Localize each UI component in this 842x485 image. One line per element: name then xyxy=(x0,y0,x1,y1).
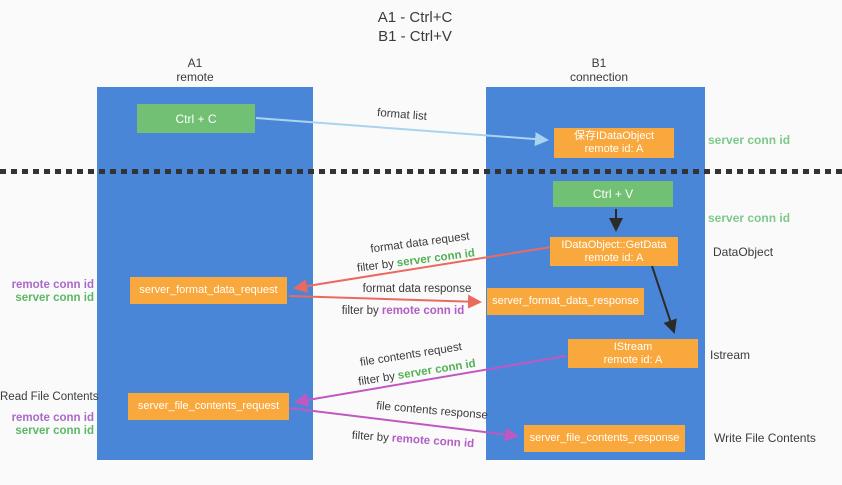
write-file-contents-annotation: Write File Contents xyxy=(714,431,816,445)
lane-a1-role: remote xyxy=(176,70,214,84)
filter-by-text-3: filter by xyxy=(357,370,396,389)
ctrl-v-node: Ctrl + V xyxy=(553,181,673,207)
server-conn-id-key-2: server conn id xyxy=(397,357,477,382)
ctrl-v-label: Ctrl + V xyxy=(592,187,634,201)
title-line-1: A1 - Ctrl+C xyxy=(377,9,453,26)
server-format-data-response-node: server_format_data_response xyxy=(487,288,644,315)
dataobject-annotation: DataObject xyxy=(713,245,774,259)
format-response-label: server_format_data_response xyxy=(492,295,639,307)
lane-header-a1: A1 remote xyxy=(140,56,250,84)
server-file-contents-request-node: server_file_contents_request xyxy=(128,393,289,420)
getdata-line1: IDataObject::GetData xyxy=(561,238,667,251)
lane-b1-name: B1 xyxy=(591,56,607,70)
format-request-label: server_format_data_request xyxy=(139,284,278,296)
remote-conn-id-annotation-bottom: remote conn id xyxy=(11,412,94,424)
server-conn-id-annotation-top: server conn id xyxy=(708,133,791,147)
ctrl-c-label: Ctrl + C xyxy=(175,111,217,126)
server-conn-id-annotation-left-top: server conn id xyxy=(15,292,94,304)
istream-annotation: Istream xyxy=(710,348,751,362)
istream-line2: remote id: A xyxy=(603,353,663,366)
server-format-data-request-node: server_format_data_request xyxy=(130,277,287,304)
server-file-contents-response-node: server_file_contents_response xyxy=(524,425,685,452)
server-conn-id-annotation-mid: server conn id xyxy=(708,211,791,225)
filter-by-text-1: filter by xyxy=(356,257,395,275)
file-response-label: server_file_contents_response xyxy=(529,432,680,444)
lane-b1-role: connection xyxy=(569,70,629,84)
save-idataobject-line1: 保存IDataObject xyxy=(573,130,655,142)
format-data-response-arrow xyxy=(288,294,482,309)
read-file-contents-annotation: Read File Contents xyxy=(0,391,99,403)
idataobject-getdata-node: IDataObject::GetData remote id: A xyxy=(550,237,678,266)
filter-by-text-4: filter by xyxy=(351,429,390,445)
ctrl-c-node: Ctrl + C xyxy=(137,104,255,133)
format-list-label: format list xyxy=(376,107,428,123)
istream-line1: IStream xyxy=(613,340,653,353)
server-conn-id-annotation-left-bottom: server conn id xyxy=(15,425,94,437)
getdata-line2: remote id: A xyxy=(584,251,644,264)
file-request-label: server_file_contents_request xyxy=(137,400,280,412)
lane-header-b1: B1 connection xyxy=(544,56,654,84)
remote-conn-id-key-2: remote conn id xyxy=(391,432,475,451)
diagram-title: A1 - Ctrl+C B1 - Ctrl+V xyxy=(330,8,500,46)
save-idataobject-node: 保存IDataObject remote id: A xyxy=(554,128,674,158)
format-data-response-label: format data response xyxy=(362,283,472,295)
istream-node: IStream remote id: A xyxy=(568,339,698,368)
remote-conn-id-key-1: remote conn id xyxy=(381,305,465,317)
title-line-2: B1 - Ctrl+V xyxy=(378,28,452,45)
lane-a1-name: A1 xyxy=(187,56,203,70)
filter-by-text-2: filter by xyxy=(341,305,379,317)
save-idataobject-line2: remote id: A xyxy=(584,143,644,155)
file-contents-response-label: file contents response xyxy=(375,400,489,422)
remote-conn-id-annotation-top: remote conn id xyxy=(11,279,94,291)
